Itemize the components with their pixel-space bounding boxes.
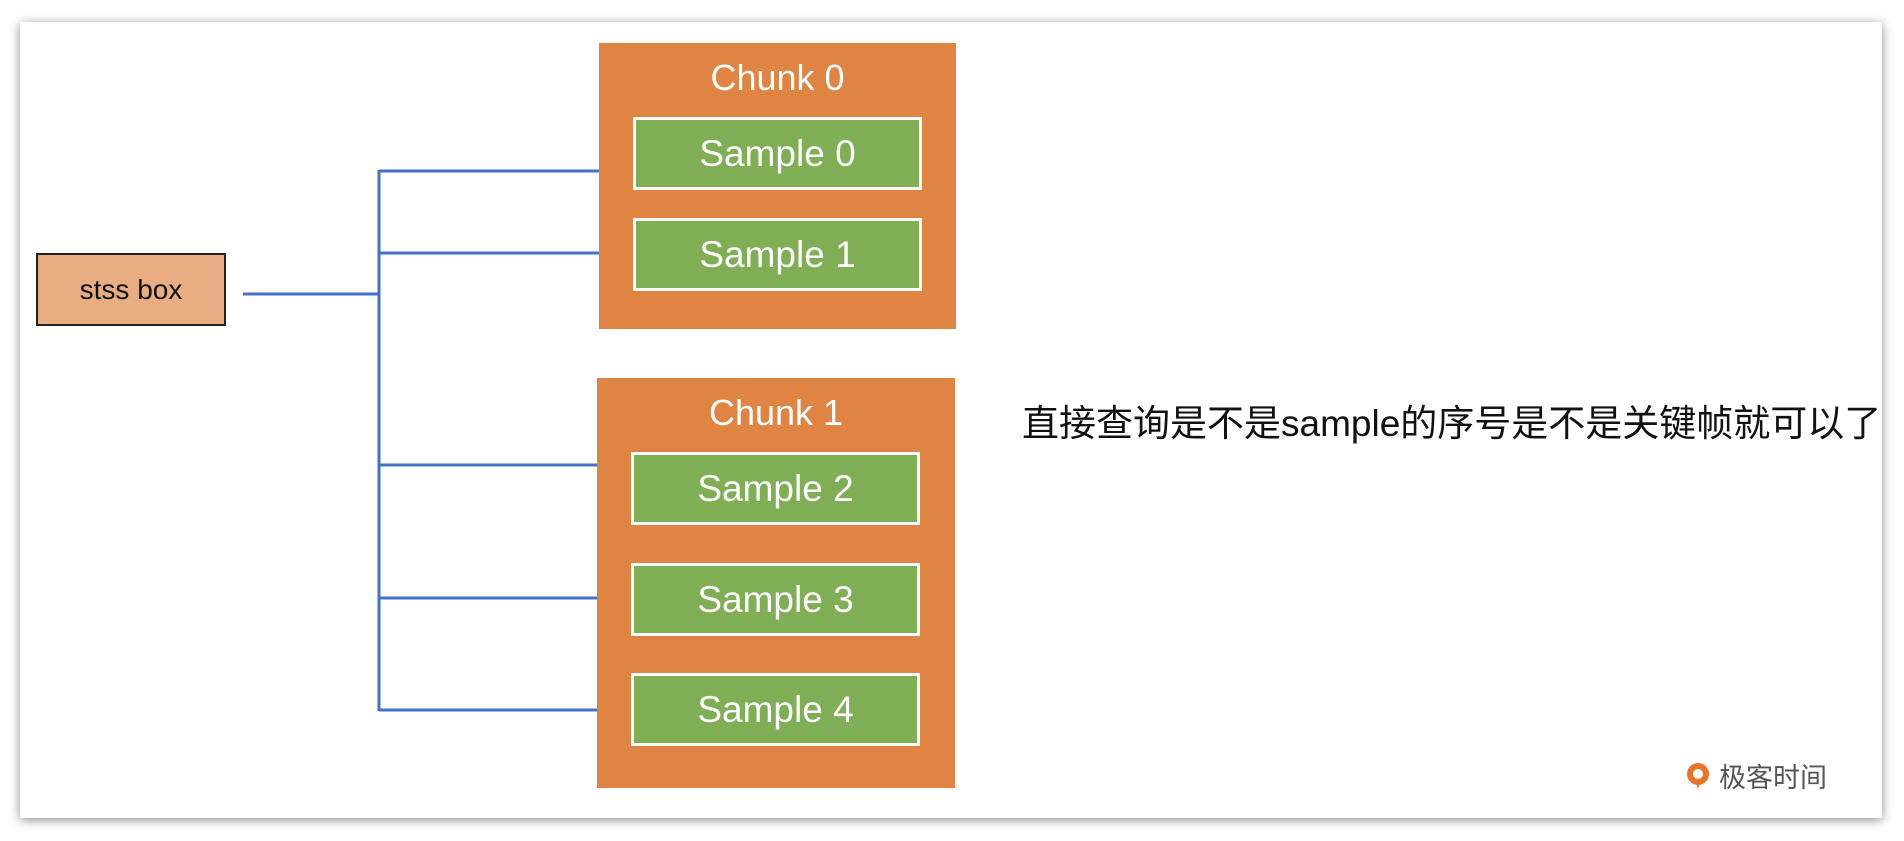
sample-4: Sample 4 — [631, 673, 920, 746]
chunk-0: Chunk 0 Sample 0 Sample 1 — [599, 43, 956, 329]
chunk-0-title: Chunk 0 — [710, 57, 845, 98]
sample-2: Sample 2 — [631, 452, 920, 525]
chunk-1-title: Chunk 1 — [708, 392, 844, 433]
sample-1: Sample 1 — [633, 218, 922, 291]
geektime-logo-icon — [1687, 762, 1709, 790]
stss-box-label: stss box — [79, 273, 183, 305]
stss-box: stss box — [36, 253, 226, 326]
geektime-logo: 极客时间 — [1683, 756, 1827, 795]
annotation-note: 直接查询是不是sample的序号是不是关键帧就可以了 — [1022, 403, 1882, 444]
sample-0-label: Sample 0 — [699, 132, 856, 174]
sample-3-label: Sample 3 — [697, 578, 854, 620]
sample-0: Sample 0 — [633, 117, 922, 190]
chunk-1: Chunk 1 Sample 2 Sample 3 Sample 4 — [597, 378, 955, 788]
sample-1-label: Sample 1 — [699, 233, 856, 275]
logo-text: 极客时间 — [1719, 763, 1827, 793]
sample-3: Sample 3 — [631, 563, 920, 636]
sample-4-label: Sample 4 — [697, 688, 854, 730]
sample-2-label: Sample 2 — [697, 467, 854, 509]
